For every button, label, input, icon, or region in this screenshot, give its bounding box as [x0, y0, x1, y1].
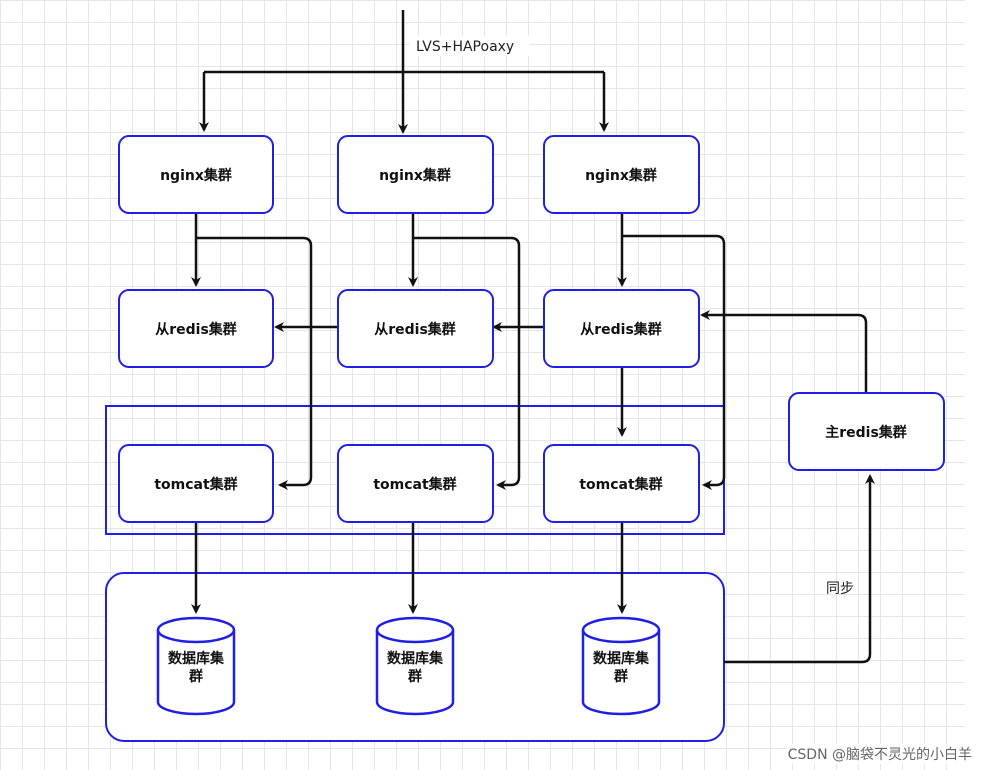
nginx3-to-tomcat3-arrow: [622, 234, 726, 490]
database-node-2-label-line2: 群: [407, 668, 422, 685]
tomcat-node-3[interactable]: tomcat集群: [543, 444, 700, 523]
nginx-node-2-label: nginx集群: [379, 167, 451, 184]
master-redis-to-redis3-arrow: [700, 310, 868, 393]
tomcat-node-3-label: tomcat集群: [579, 476, 662, 493]
canvas-edge: [965, 0, 988, 770]
database-node-3-label-line1: 数据库集: [593, 650, 650, 667]
db-to-master-redis-arrow: [724, 474, 875, 664]
entry-connectors: [199, 10, 609, 134]
nginx-node-3[interactable]: nginx集群: [543, 135, 700, 214]
slave-redis-node-2-label: 从redis集群: [374, 321, 456, 338]
top-entry-label-bg: [410, 36, 530, 56]
watermark: CSDN @脑袋不灵光的小白羊: [785, 744, 974, 764]
slave-redis-node-3[interactable]: 从redis集群: [543, 289, 700, 368]
slave-redis-node-1[interactable]: 从redis集群: [118, 289, 274, 368]
nginx-node-1-label: nginx集群: [160, 167, 232, 184]
tomcat-node-1-label: tomcat集群: [154, 476, 237, 493]
nginx-to-tomcat-arrows: [196, 234, 726, 490]
nginx-node-3-label: nginx集群: [585, 167, 657, 184]
tomcat-node-2[interactable]: tomcat集群: [337, 444, 494, 523]
sync-label: 同步: [826, 581, 854, 597]
slave-redis-node-1-label: 从redis集群: [155, 321, 237, 338]
database-node-2[interactable]: 数据库集 群: [375, 616, 455, 716]
database-node-1[interactable]: 数据库集 群: [156, 616, 236, 716]
sync-arrows: [700, 310, 875, 664]
database-node-1-label-line1: 数据库集: [168, 650, 225, 667]
nginx-to-redis-arrows: [191, 213, 627, 287]
master-redis-node[interactable]: 主redis集群: [788, 392, 945, 471]
tomcat-node-2-label: tomcat集群: [373, 476, 456, 493]
redis-chain-arrows: [274, 322, 627, 437]
database-node-2-label-line1: 数据库集: [387, 650, 444, 667]
slave-redis-node-3-label: 从redis集群: [580, 321, 662, 338]
master-redis-node-label: 主redis集群: [825, 424, 907, 441]
nginx1-to-tomcat1-arrow: [196, 236, 313, 490]
tomcat-to-db-arrows: [191, 522, 627, 614]
nginx-node-2[interactable]: nginx集群: [337, 135, 494, 214]
database-node-3[interactable]: 数据库集 群: [581, 616, 661, 716]
slave-redis-node-2[interactable]: 从redis集群: [337, 289, 494, 368]
database-node-1-label-line2: 群: [188, 668, 203, 685]
top-entry-label: LVS+HAPoaxy: [416, 39, 514, 55]
nginx2-to-tomcat2-arrow: [413, 236, 521, 490]
database-node-3-label-line2: 群: [613, 668, 628, 685]
nginx-node-1[interactable]: nginx集群: [118, 135, 274, 214]
tomcat-node-1[interactable]: tomcat集群: [118, 444, 274, 523]
